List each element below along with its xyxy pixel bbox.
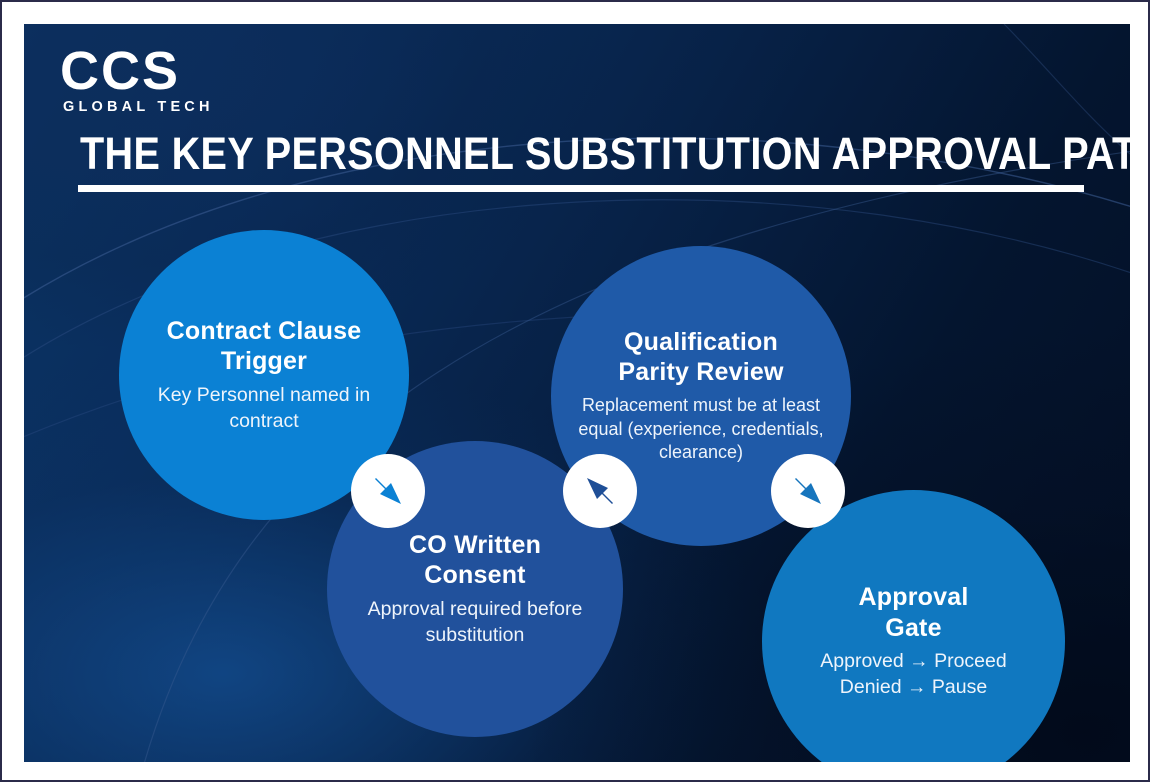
logo-mark-text: CCS [60,41,181,101]
arrow-down-right-icon [795,478,821,504]
connector-badge-2 [563,454,637,528]
step-1-title-line-2: Trigger [220,347,308,376]
logo-subtitle-text: GLOBAL TECH [63,99,214,115]
arrow-up-right-icon [587,478,613,504]
poster-canvas: CCS GLOBAL TECH THE KEY PERSONNEL SUBSTI… [24,24,1130,762]
decorative-arc-lines [24,24,1130,762]
step-4-title-line-2: Gate [885,613,942,642]
title-underline-rule [78,185,1084,192]
step-circle-approval-gate: Approval Gate Approved → Proceed Denied … [762,490,1065,762]
step-3-title: Qualification Parity Review [618,327,783,388]
step-2-description: Approval required before substitution [367,597,583,646]
step-4-title-line-1: Approval [858,583,969,612]
step-3-title-line-1: Qualification [623,327,778,356]
step-3-description: Replacement must be at least equal (expe… [578,394,824,463]
connector-badge-1 [351,454,425,528]
step-4-description-line-1: Approved → Proceed [820,650,1007,673]
step-2-title: CO Written Consent [409,530,541,591]
arrow-down-right-icon [375,478,401,504]
step-2-title-line-1: CO Written [408,530,542,559]
step-3-title-line-2: Parity Review [618,358,784,387]
step-circle-contract-clause-trigger: Contract Clause Trigger Key Personnel na… [119,230,409,520]
step-2-title-line-2: Consent [424,561,526,590]
step-4-description-line-2: Denied → Pause [839,676,988,698]
connector-badge-3 [771,454,845,528]
step-1-description: Key Personnel named in contract [157,383,371,432]
step-1-title-line-1: Contract Clause [166,316,362,345]
page-title: THE KEY PERSONNEL SUBSTITUTION APPROVAL … [80,128,1130,179]
brand-logo: CCS GLOBAL TECH [60,44,240,124]
step-4-title: Approval Gate [859,582,969,643]
step-4-description: Approved → Proceed Denied → Pause [798,649,1028,700]
step-1-title: Contract Clause Trigger [167,316,362,377]
